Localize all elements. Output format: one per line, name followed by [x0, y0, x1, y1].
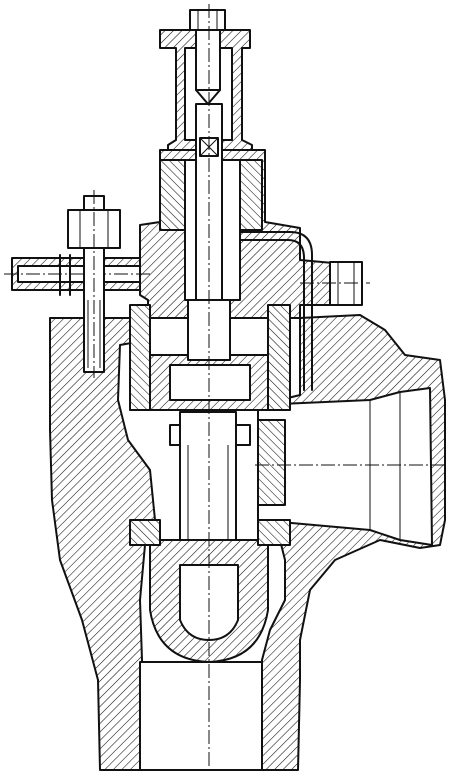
left-pipe-connection — [4, 254, 150, 296]
valve-plug — [129, 519, 291, 663]
outlet-bore — [257, 387, 433, 546]
centerlines — [208, 4, 448, 770]
left-bolt — [67, 190, 121, 378]
inlet-bore — [139, 661, 263, 771]
right-fitting — [239, 231, 370, 391]
bonnet — [139, 149, 356, 319]
